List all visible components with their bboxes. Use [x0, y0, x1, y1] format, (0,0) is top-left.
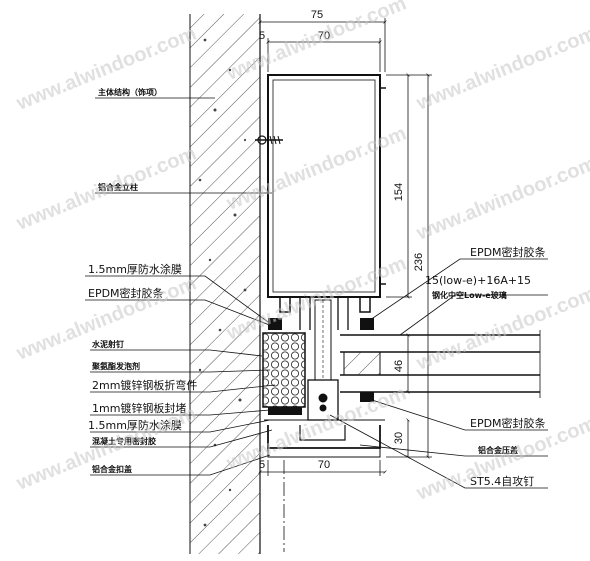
- anchor-bolt: [255, 135, 283, 145]
- label-aluminum-mullion: 铝合金立柱: [98, 182, 138, 192]
- insulated-glass-unit: [340, 330, 541, 398]
- svg-text:www.alwindoor.com: www.alwindoor.com: [13, 22, 200, 115]
- label-waterproof-membrane-top: 1.5mm厚防水涂膜: [88, 262, 182, 276]
- dim-top-offset: 5: [259, 30, 265, 42]
- label-galvanized-bracket: 2mm镀锌钢板折弯件: [92, 378, 197, 392]
- label-galvanized-seal-plate: 1mm镀锌钢板封堵: [92, 401, 186, 415]
- concrete-wall: [189, 14, 261, 554]
- label-pu-foam: 聚氨酯发泡剂: [91, 361, 140, 371]
- label-waterproof-membrane-bottom: 1.5mm厚防水涂膜: [88, 418, 182, 432]
- center-connector: [307, 299, 339, 421]
- label-aluminum-cover-cap: 铝合金扣盖: [92, 464, 132, 474]
- dim-mullion-depth: 154: [393, 183, 405, 201]
- svg-text:www.alwindoor.com: www.alwindoor.com: [13, 142, 200, 235]
- dim-cap-depth: 30: [393, 432, 405, 444]
- label-self-tapping-screw: ST5.4自攻钉: [470, 474, 534, 488]
- label-epdm-gasket-top-right: EPDM密封胶条: [470, 245, 546, 259]
- dim-top-profile: 70: [318, 30, 330, 42]
- label-glass-spec: 15(low-e)+16A+15: [425, 274, 531, 287]
- dim-bottom-profile: 70: [318, 459, 330, 471]
- label-pressure-plate: 铝合金压盖: [478, 445, 518, 455]
- dimension-lines: [258, 18, 432, 476]
- leader-lines: [85, 97, 548, 489]
- aluminum-cover-cap: [264, 419, 385, 458]
- label-concrete-sealant: 混凝土专用密封胶: [92, 436, 156, 446]
- epdm-gaskets: [268, 318, 374, 415]
- dim-overall-depth: 236: [413, 253, 425, 271]
- svg-text:www.alwindoor.com: www.alwindoor.com: [413, 22, 590, 115]
- dim-bottom-offset: 5: [259, 459, 265, 471]
- svg-text:www.alwindoor.com: www.alwindoor.com: [413, 152, 590, 245]
- dim-glass-thickness: 46: [393, 360, 405, 372]
- svg-text:www.alwindoor.com: www.alwindoor.com: [13, 402, 200, 495]
- label-epdm-gasket-left: EPDM密封胶条: [88, 286, 164, 300]
- aluminum-mullion: [267, 74, 386, 330]
- label-epdm-gasket-bottom-right: EPDM密封胶条: [470, 416, 546, 430]
- label-cement-nail: 水泥射钉: [91, 339, 124, 349]
- dim-top-total: 75: [311, 9, 323, 21]
- label-main-structure: 主体结构（饰项）: [98, 87, 162, 97]
- label-glass-type: 钢化中空Low-e玻璃: [432, 290, 507, 300]
